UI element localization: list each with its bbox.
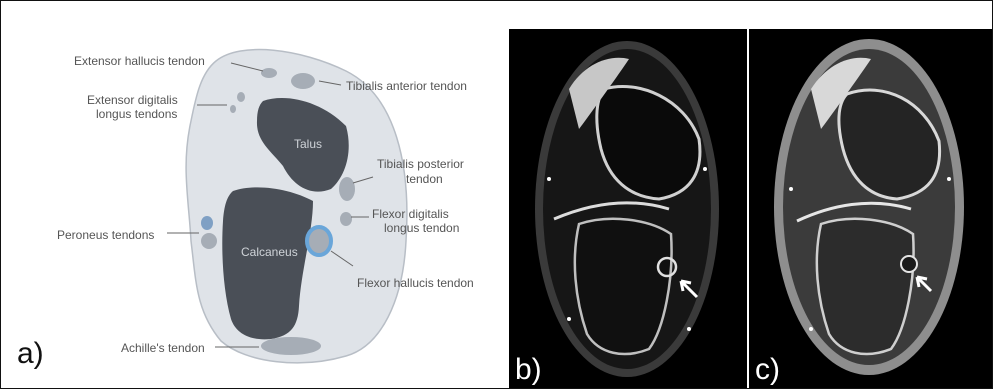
extensor-hallucis-tendon: [261, 68, 277, 78]
label-extensor-hallucis: Extensor hallucis tendon: [74, 54, 205, 68]
panel-letter-c: c): [755, 353, 780, 387]
label-calcaneus: Calcaneus: [241, 245, 298, 259]
tibialis-posterior-tendon: [339, 177, 355, 201]
label-extensor-digitalis-line2: longus tendons: [96, 107, 177, 121]
extensor-digitalis-tendon-1: [237, 92, 245, 102]
achilles-tendon: [261, 337, 321, 355]
peroneus-tendon-1: [201, 216, 213, 230]
flexor-digitalis-tendon: [340, 212, 352, 226]
panel-a-schematic: Extensor hallucis tendon Extensor digita…: [1, 1, 506, 388]
label-tibialis-posterior-line2: tendon: [406, 172, 443, 186]
peroneus-tendon-2: [201, 233, 217, 249]
panel-c-mri: c): [749, 29, 992, 389]
mri-calcaneus: [575, 219, 672, 354]
mri-image-b: [509, 29, 747, 389]
label-achilles: Achille's tendon: [121, 341, 205, 355]
flexor-hallucis-tendon: [307, 227, 331, 255]
tibialis-anterior-tendon: [291, 73, 315, 89]
panel-letter-a: a): [17, 337, 44, 371]
label-flexor-digitalis-line1: Flexor digitalis: [372, 207, 449, 221]
label-extensor-digitalis-line1: Extensor digitalis: [87, 93, 178, 107]
label-tibialis-posterior-line1: Tibialis posterior: [377, 157, 464, 171]
mri-flexor-hallucis: [901, 256, 917, 272]
label-tibialis-anterior: Tibialis anterior tendon: [346, 79, 467, 93]
mri-image-c: [749, 29, 992, 389]
label-flexor-digitalis-line2: longus tendon: [384, 221, 459, 235]
panel-b-mri: b): [509, 29, 747, 389]
label-flexor-hallucis: Flexor hallucis tendon: [357, 276, 474, 290]
label-talus: Talus: [294, 137, 322, 151]
label-peroneus: Peroneus tendons: [57, 228, 154, 242]
panel-letter-b: b): [515, 353, 542, 387]
extensor-digitalis-tendon-2: [230, 105, 236, 113]
mri-calcaneus: [817, 219, 914, 354]
